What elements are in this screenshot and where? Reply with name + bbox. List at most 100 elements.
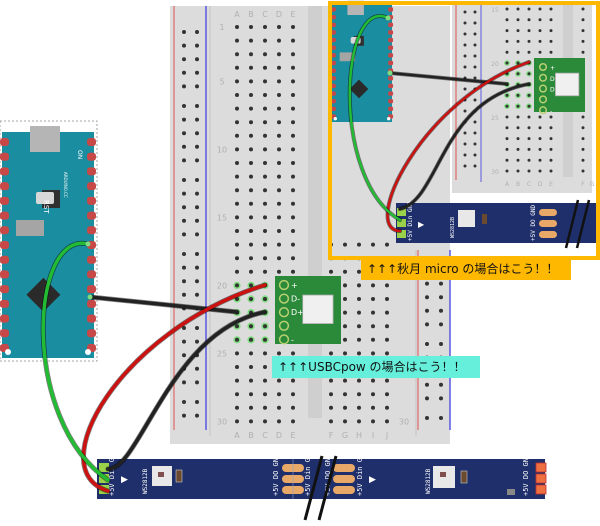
inset-hole (581, 18, 585, 22)
breadboard-hole (235, 79, 239, 84)
breadboard-hole (235, 215, 239, 220)
breadboard-hole (277, 215, 281, 220)
breadboard-hole (277, 120, 281, 125)
inset-arduino-nano (330, 0, 394, 122)
arduino-pin-left (0, 182, 9, 191)
led-strip: +5V Din GND▶WS2812B+5V DO GND+5V Din GND… (97, 199, 596, 521)
breadboard-hole (277, 419, 281, 424)
strip-end-pad (535, 473, 547, 484)
breadboard-hole (235, 52, 239, 57)
inset-hole (527, 18, 531, 22)
arduino-pin-right (87, 299, 96, 308)
strip-a-capacitor (175, 469, 183, 483)
arduino-pin-left (0, 241, 9, 249)
breadboard-hole (371, 337, 375, 342)
breadboard-hole (357, 405, 361, 410)
breadboard-hole (263, 25, 267, 29)
strip-a-data-arrow: ▶ (121, 475, 128, 485)
breadboard-hole (385, 242, 389, 247)
arduino-pin-right (87, 152, 96, 161)
inset-hole (505, 29, 509, 33)
breadboard-hole (357, 283, 361, 288)
usb-pin-label: D- (291, 295, 300, 304)
inset-hole (505, 7, 509, 11)
arduino-pin-left (0, 299, 9, 308)
inset-strip-input-pad (397, 219, 406, 227)
breadboard-hole (277, 106, 281, 111)
rail-hole (425, 281, 429, 286)
breadboard-hole (291, 392, 295, 397)
column-label: I (372, 431, 374, 440)
note-akizuki-micro: ↑↑↑秋月 micro の場合はこう！！ (361, 258, 571, 280)
inset-row-label: 25 (491, 115, 499, 122)
rail-hole (182, 232, 186, 237)
inset-arduino-pin-right (388, 106, 394, 112)
inset-hole (505, 93, 509, 97)
inset-hole (527, 137, 531, 141)
arduino-pin-left (0, 329, 9, 338)
breadboard-hole (277, 242, 281, 247)
breadboard-hole (385, 283, 389, 288)
inset-row-label: 30 (491, 169, 499, 176)
wire-end-pin (85, 241, 91, 247)
breadboard-hole (357, 337, 361, 342)
inset-strip-pin-label: +5V Din GND (407, 201, 414, 241)
inset-hole (581, 126, 585, 130)
arduino-crystal (16, 220, 44, 236)
breadboard-hole (277, 38, 281, 43)
rail-hole (195, 218, 199, 223)
inset-row-label: 15 (491, 7, 499, 14)
breadboard-hole (249, 106, 253, 111)
breadboard-hole (263, 378, 267, 383)
breadboard-hole (249, 269, 253, 274)
breadboard-hole (235, 242, 239, 247)
inset-hole (516, 93, 520, 97)
strip-a-pin-label: +5V Din GND (304, 450, 312, 496)
inset-rail-hole (473, 65, 477, 69)
row-label: 30 (399, 417, 409, 426)
rail-hole (425, 382, 429, 387)
breadboard-hole (263, 351, 267, 356)
inset-arduino-pin-left (330, 83, 336, 89)
rail-hole (439, 382, 443, 387)
breadboard-hole (277, 188, 281, 193)
strip-b-led-die (440, 472, 446, 477)
rail-hole (182, 70, 186, 75)
inset-hole (516, 147, 520, 151)
inset-hole (516, 169, 520, 173)
breadboard-hole (249, 229, 253, 233)
breadboard-hole (329, 242, 333, 247)
rail-hole (195, 131, 199, 136)
breadboard-hole (263, 133, 267, 138)
arduino-pin-left (0, 152, 9, 161)
wire-end-pin (87, 294, 93, 300)
inset-hole (549, 147, 553, 151)
arduino-pin-left (0, 255, 9, 264)
inset-hole (505, 18, 509, 22)
breadboard-hole (277, 201, 281, 206)
inset-hole (527, 93, 531, 97)
breadboard-hole (263, 337, 267, 342)
inset-hole (549, 50, 553, 54)
breadboard-hole (263, 174, 267, 179)
breadboard-hole (291, 174, 295, 179)
rail-hole (182, 117, 186, 122)
inset-hole (505, 115, 509, 119)
inset-rail-hole (473, 32, 477, 36)
breadboard-hole (263, 188, 267, 193)
rail-hole (195, 57, 199, 62)
rail-hole (195, 104, 199, 108)
row-label: 10 (217, 145, 227, 154)
breadboard-hole (291, 269, 295, 274)
breadboard-hole (357, 324, 361, 329)
breadboard-hole (371, 324, 375, 329)
arduino-pin-right (87, 138, 96, 146)
rail-hole (182, 326, 186, 330)
inset-hole (581, 39, 585, 43)
breadboard-hole (291, 161, 295, 165)
inset-arduino-pin-left (330, 37, 336, 43)
breadboard-hole (263, 161, 267, 165)
breadboard-hole (343, 419, 347, 424)
inset-rail-hole (473, 43, 477, 47)
column-label: B (248, 10, 254, 19)
